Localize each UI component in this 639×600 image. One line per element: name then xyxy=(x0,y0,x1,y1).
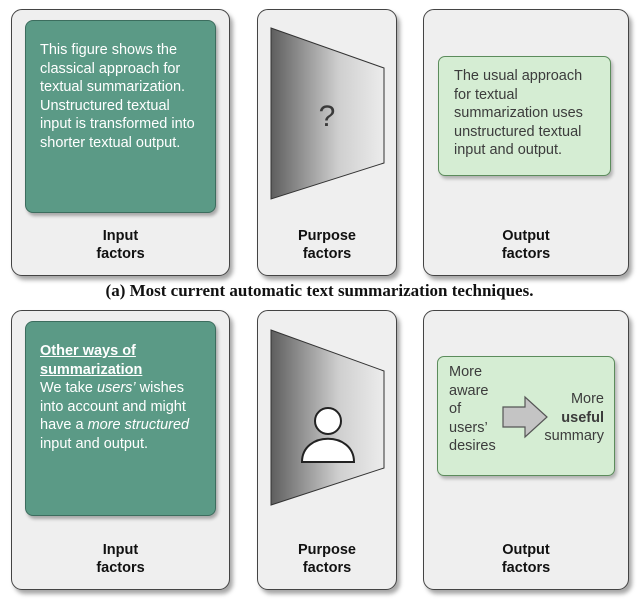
purpose-factors-label-b: Purpose factors xyxy=(297,542,356,576)
output-description-box-a: The usual approach for textual summariza… xyxy=(438,56,611,176)
output-left-text: More aware of users’ desires xyxy=(449,364,496,454)
input-text-part-1: We take xyxy=(40,380,97,396)
input-factors-card-a: This figure shows the classical approach… xyxy=(11,9,230,276)
purpose-factors-card-a: ? Purpose factors xyxy=(257,9,397,276)
output-factors-label-a: Output factors xyxy=(501,228,551,262)
question-mark-symbol: ? xyxy=(318,100,336,133)
output-right-summary: summary xyxy=(544,428,604,444)
output-description-text-a: The usual approach for textual summariza… xyxy=(454,68,583,158)
output-right-useful: useful xyxy=(561,409,604,426)
input-text-users: users’ xyxy=(96,380,136,396)
purpose-factors-card-b: Purpose factors xyxy=(257,310,397,590)
input-text-more-structured: more structured xyxy=(87,417,190,433)
input-description-text-a: This figure shows the classical approach… xyxy=(40,42,195,151)
purpose-factors-label-a: Purpose factors xyxy=(297,228,356,262)
output-factors-card-b: More aware of users’ desires More useful… xyxy=(423,310,629,590)
input-description-box-b: Other ways of summarization We take user… xyxy=(25,321,216,516)
caption-a: (a) Most current automatic text summariz… xyxy=(105,281,534,300)
user-icon xyxy=(300,407,356,463)
right-arrow-icon xyxy=(502,395,548,439)
funnel-trapezoid-b xyxy=(270,329,385,506)
output-factors-label-b: Output factors xyxy=(501,542,551,576)
output-right-text: More useful summary xyxy=(544,390,604,446)
input-factors-label-a: Input factors xyxy=(96,228,145,262)
funnel-trapezoid-a xyxy=(270,27,385,200)
input-factors-label-b: Input factors xyxy=(96,542,145,576)
input-text-part-3: wishes into account and might have a xyxy=(40,380,186,433)
input-text-part-5: input and output. xyxy=(40,435,149,452)
output-factors-card-a: The usual approach for textual summariza… xyxy=(423,9,629,276)
input-heading-b: Other ways of summarization xyxy=(40,343,143,378)
output-right-more: More xyxy=(570,391,604,407)
output-description-box-b: More aware of users’ desires More useful… xyxy=(437,356,615,476)
input-factors-card-b: Other ways of summarization We take user… xyxy=(11,310,230,590)
input-description-box-a: This figure shows the classical approach… xyxy=(25,20,216,213)
